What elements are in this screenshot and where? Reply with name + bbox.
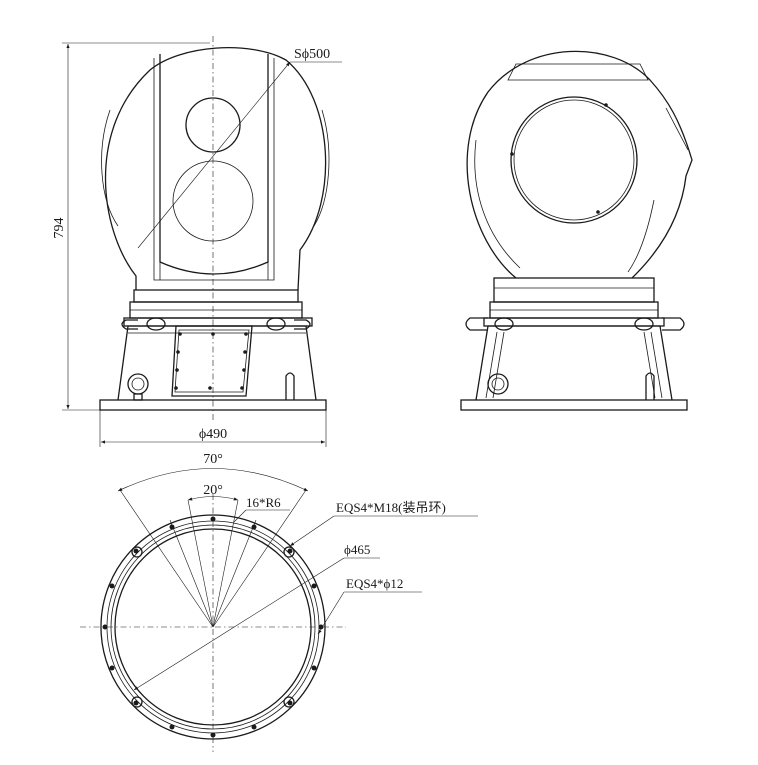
base-width-label: ϕ490 <box>199 427 227 442</box>
lifting-lugs <box>124 518 302 732</box>
slot-radius-label: 16*R6 <box>246 495 281 510</box>
access-panel <box>171 325 253 397</box>
bolt-circle-label: ϕ465 <box>344 542 370 557</box>
side-head-outline <box>466 50 693 279</box>
side-handle-left <box>465 317 488 331</box>
height-dimension-label: 794 <box>52 218 67 239</box>
side-view <box>460 50 693 411</box>
lens-small <box>185 97 241 153</box>
front-handle-right <box>294 319 311 330</box>
side-pedestal <box>475 325 673 401</box>
front-head-outline <box>104 47 327 291</box>
eye-bolt-right <box>285 372 295 400</box>
front-view <box>62 36 342 447</box>
lug-bores <box>131 546 295 708</box>
mounting-holes <box>102 516 324 738</box>
lifting-ring-callout: EQS4*M18(装吊环) <box>336 500 446 515</box>
angle-20-label: 20° <box>203 483 223 498</box>
side-handle-right <box>662 317 685 331</box>
front-handle-left <box>121 319 138 330</box>
angle-70-label: 70° <box>203 452 223 467</box>
lifting-ring-left <box>127 373 149 395</box>
top-view <box>80 468 478 752</box>
side-base-plate <box>460 399 688 411</box>
holes-callout: EQS4*ϕ12 <box>346 576 403 591</box>
sphere-diameter-label: Sϕ500 <box>294 47 330 62</box>
side-window <box>510 96 638 224</box>
